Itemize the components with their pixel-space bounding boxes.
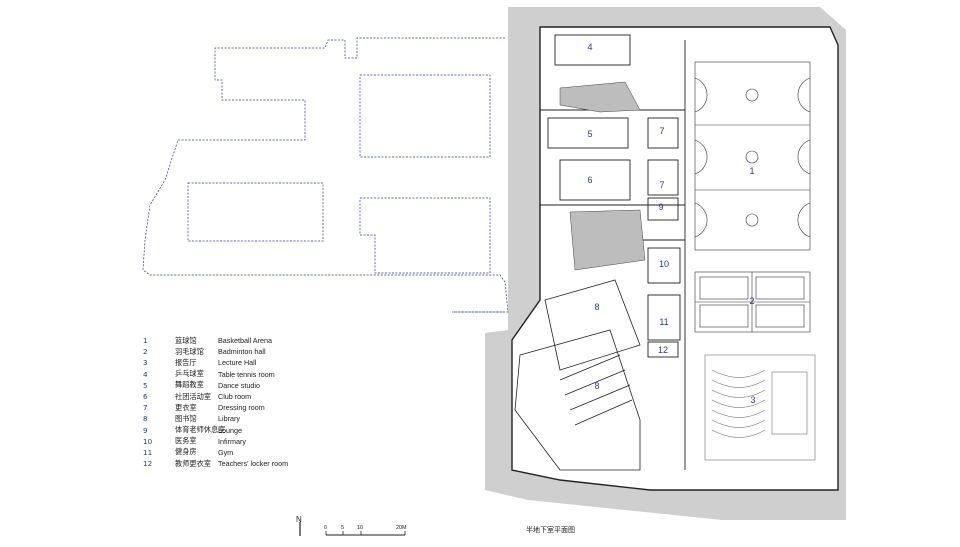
scale-tick-0: 0 bbox=[324, 525, 327, 531]
legend-cn: 篮球馆 bbox=[175, 335, 197, 345]
legend-item: 8 图书馆 Library bbox=[143, 413, 318, 424]
room-label-11: 11 bbox=[659, 317, 668, 327]
basketball-arena bbox=[694, 61, 811, 251]
legend-item: 1 篮球馆 Basketball Arena bbox=[143, 335, 318, 346]
plan-caption: 半地下室平面图 bbox=[526, 526, 575, 534]
legend-cn: 社团活动室 bbox=[175, 391, 211, 401]
legend-num: 8 bbox=[143, 414, 148, 424]
legend-num: 2 bbox=[143, 347, 148, 357]
room-label-6: 6 bbox=[587, 175, 592, 185]
legend-item: 2 羽毛球馆 Badminton hall bbox=[143, 346, 318, 357]
legend-en: Lounge bbox=[218, 425, 242, 435]
room-label-1: 1 bbox=[749, 166, 754, 176]
legend-en: Gym bbox=[218, 447, 234, 457]
room-label-7b: 7 bbox=[659, 180, 664, 190]
room-numbers: 1 2 3 4 5 6 7 7 8 8 9 10 11 12 bbox=[587, 42, 755, 405]
legend-cn: 羽毛球馆 bbox=[175, 346, 204, 356]
legend-cn: 更衣室 bbox=[175, 402, 197, 412]
north-label: N bbox=[296, 515, 302, 524]
room-label-10: 10 bbox=[659, 259, 669, 269]
stair-atrium bbox=[559, 81, 646, 271]
room-legend: 1 篮球馆 Basketball Arena 2 羽毛球馆 Badminton hall… bbox=[143, 335, 318, 469]
room-label-4: 4 bbox=[587, 42, 592, 52]
legend-en: Basketball Arena bbox=[218, 336, 272, 346]
library bbox=[514, 279, 641, 471]
legend-en: Library bbox=[218, 414, 240, 424]
legend-en: Dance studio bbox=[218, 380, 260, 390]
legend-num: 6 bbox=[143, 392, 148, 402]
legend-en: Table tennis room bbox=[218, 369, 275, 379]
legend-cn: 图书馆 bbox=[175, 413, 197, 423]
room-label-9: 9 bbox=[658, 202, 663, 212]
legend-num: 12 bbox=[143, 459, 153, 469]
legend-num: 11 bbox=[143, 447, 153, 457]
legend-item: 12 教师更衣室 Teachers' locker room bbox=[143, 458, 318, 469]
room-walls bbox=[540, 34, 686, 470]
room-label-2: 2 bbox=[749, 296, 754, 306]
legend-num: 3 bbox=[143, 358, 148, 368]
legend-cn: 体育老师休息室 bbox=[175, 425, 226, 435]
room-label-12: 12 bbox=[658, 345, 668, 355]
legend-item: 11 健身房 Gym bbox=[143, 447, 318, 458]
dashed-outline-upper-floor bbox=[142, 37, 509, 313]
legend-item: 7 更衣室 Dressing room bbox=[143, 402, 318, 413]
legend-en: Lecture Hall bbox=[218, 358, 257, 368]
legend-item: 10 医务室 Infirmary bbox=[143, 436, 318, 447]
legend-en: Infirmary bbox=[218, 436, 246, 446]
legend-en: Teachers' locker room bbox=[218, 459, 289, 469]
legend-num: 10 bbox=[143, 436, 153, 446]
legend-en: Club room bbox=[218, 392, 252, 402]
legend-num: 9 bbox=[143, 425, 148, 435]
room-label-5: 5 bbox=[587, 129, 592, 139]
legend-en: Dressing room bbox=[218, 403, 265, 413]
legend-cn: 教师更衣室 bbox=[175, 458, 211, 468]
room-label-7a: 7 bbox=[659, 126, 664, 136]
legend-en: Badminton hall bbox=[218, 347, 266, 357]
scale-tick-10: 10 bbox=[357, 525, 363, 531]
legend-item: 4 乒乓球室 Table tennis room bbox=[143, 369, 318, 380]
scale-bar: 0 5 10 20M bbox=[324, 525, 407, 536]
legend-num: 5 bbox=[143, 380, 148, 390]
lecture-hall bbox=[704, 354, 816, 461]
scale-tick-5: 5 bbox=[341, 525, 344, 531]
badminton-hall bbox=[694, 271, 811, 333]
legend-num: 7 bbox=[143, 403, 148, 413]
legend-item: 5 舞蹈教室 Dance studio bbox=[143, 380, 318, 391]
legend-num: 1 bbox=[143, 336, 148, 346]
legend-cn: 乒乓球室 bbox=[175, 369, 204, 379]
room-label-8a: 8 bbox=[594, 302, 599, 312]
legend-cn: 舞蹈教室 bbox=[175, 380, 204, 390]
room-label-3: 3 bbox=[750, 395, 755, 405]
legend-cn: 报告厅 bbox=[175, 357, 197, 367]
legend-cn: 健身房 bbox=[175, 447, 197, 457]
legend-num: 4 bbox=[143, 369, 148, 379]
room-label-8b: 8 bbox=[594, 381, 599, 391]
legend-item: 6 社团活动室 Club room bbox=[143, 391, 318, 402]
legend-cn: 医务室 bbox=[175, 436, 197, 446]
scale-tick-20: 20M bbox=[396, 525, 407, 531]
legend-item: 3 报告厅 Lecture Hall bbox=[143, 357, 318, 368]
